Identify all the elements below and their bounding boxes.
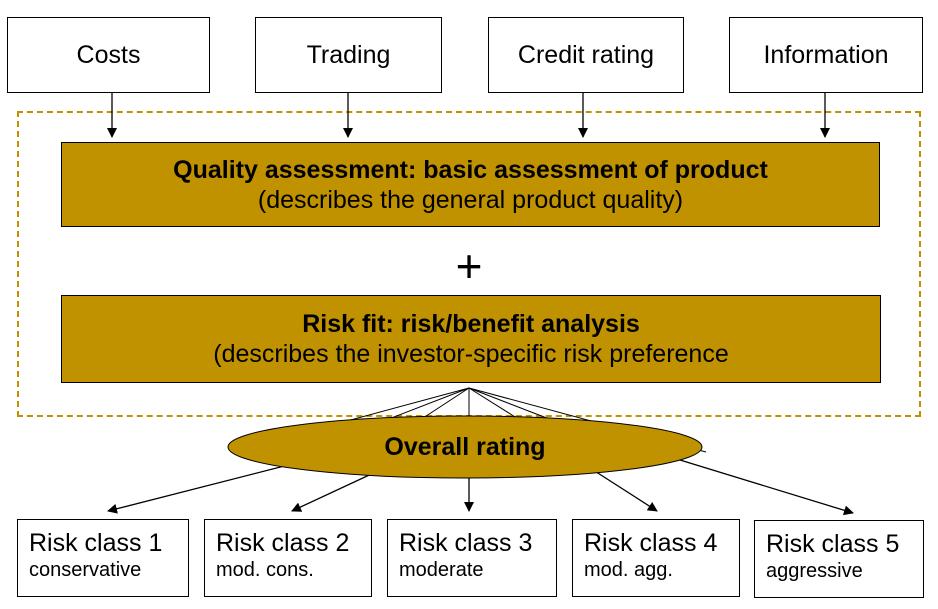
risk-fit-title: Risk fit: risk/benefit analysis [302,310,640,338]
risk-class-box-4: Risk class 4 mod. agg. [572,519,740,597]
risk-class-box-2: Risk class 2 mod. cons. [204,519,372,597]
risk-class-title: Risk class 1 [29,529,163,557]
overall-rating-label: Overall rating [384,432,546,461]
risk-class-title: Risk class 4 [584,529,718,557]
risk-class-box-3: Risk class 3 moderate [387,519,557,597]
input-label-costs: Costs [76,40,141,69]
risk-class-subtitle: mod. agg. [584,559,673,581]
risk-class-subtitle: aggressive [766,560,863,582]
arrow-risk-class-2 [291,469,381,512]
risk-class-title: Risk class 3 [399,529,533,557]
input-box-costs: Costs [7,17,210,93]
risk-class-subtitle: mod. cons. [216,559,314,581]
quality-assessment-title: Quality assessment: basic assessment of … [173,155,768,184]
risk-class-title: Risk class 5 [766,530,900,558]
risk-class-box-5: Risk class 5 aggressive [754,520,924,598]
risk-fit-subtitle: (describes the investor-specific risk pr… [213,340,729,368]
input-label-information: Information [763,40,889,69]
quality-assessment-subtitle: (describes the general product quality) [257,185,684,214]
risk-class-box-1: Risk class 1 conservative [17,519,189,597]
arrow-risk-class-1 [107,461,301,514]
risk-fit-box: Risk fit: risk/benefit analysis (describ… [61,295,881,383]
arrow-risk-class-4 [589,467,658,512]
input-box-information: Information [729,17,923,93]
risk-class-title: Risk class 2 [216,529,350,557]
risk-class-subtitle: conservative [29,559,142,581]
risk-class-subtitle: moderate [399,559,484,581]
quality-assessment-box: Quality assessment: basic assessment of … [61,142,880,227]
input-label-trading: Trading [306,40,391,69]
input-box-trading: Trading [255,17,442,93]
plus-sign: + [455,240,483,292]
fan-line [419,387,470,421]
fan-line [468,387,521,421]
arrow-risk-class-5 [679,459,854,516]
input-label-credit-rating: Credit rating [517,40,655,69]
input-box-credit-rating: Credit rating [488,17,684,93]
overall-rating-ellipse [227,415,703,479]
